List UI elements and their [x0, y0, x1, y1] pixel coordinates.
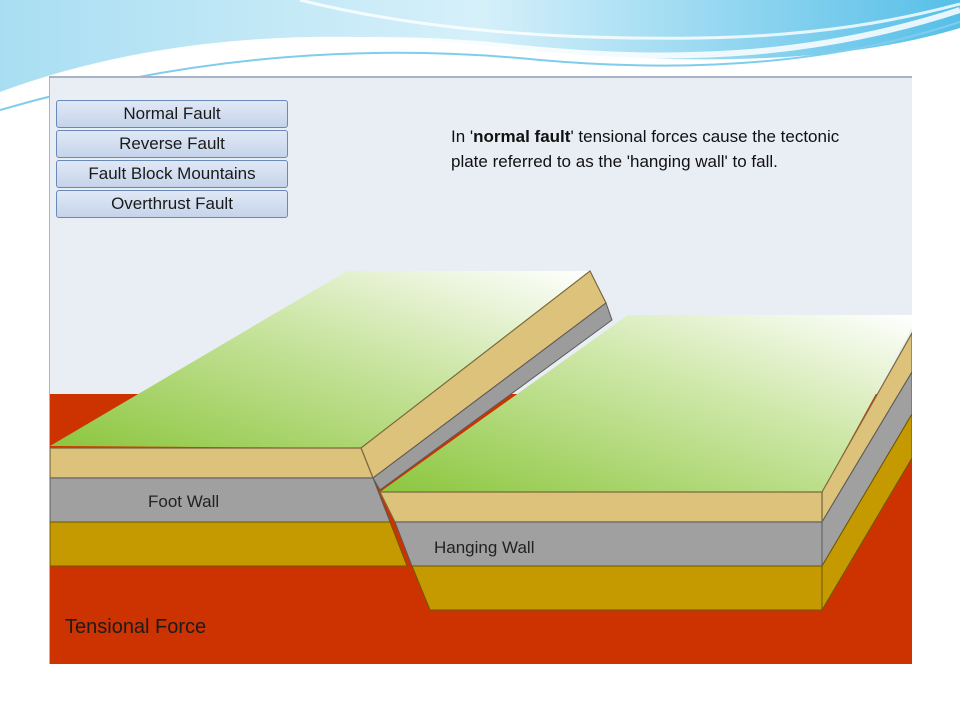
foot-wall-label: Foot Wall — [148, 492, 220, 511]
fault-diagram-panel: Normal Fault Reverse Fault Fault Block M… — [49, 76, 912, 664]
foot-wall-sand-layer — [50, 447, 374, 479]
foot-wall-gray-layer — [50, 477, 391, 523]
description-suffix: ' tensional forces cause the tectonic pl… — [451, 127, 840, 171]
foot-wall-top-surface — [50, 271, 590, 448]
hanging-wall-top-surface — [380, 315, 912, 492]
normal-fault-button[interactable]: Normal Fault — [56, 100, 288, 128]
hanging-wall-sand-layer — [379, 491, 823, 523]
foot-wall-ochre-layer — [50, 521, 408, 567]
hanging-wall-label: Hanging Wall — [434, 538, 535, 557]
fault-description: In 'normal fault' tensional forces cause… — [451, 124, 851, 174]
overthrust-fault-button[interactable]: Overthrust Fault — [56, 190, 288, 218]
tensional-force-label: Tensional Force — [65, 616, 207, 638]
normal-fault-illustration — [50, 270, 912, 664]
reverse-fault-button[interactable]: Reverse Fault — [56, 130, 288, 158]
fault-type-menu: Normal Fault Reverse Fault Fault Block M… — [56, 100, 288, 218]
hanging-wall-ochre-layer — [411, 565, 823, 611]
description-term: normal fault — [473, 127, 571, 146]
foot-wall-gray-fault-face — [372, 302, 613, 491]
fault-block-mountains-button[interactable]: Fault Block Mountains — [56, 160, 288, 188]
description-prefix: In ' — [451, 127, 474, 146]
